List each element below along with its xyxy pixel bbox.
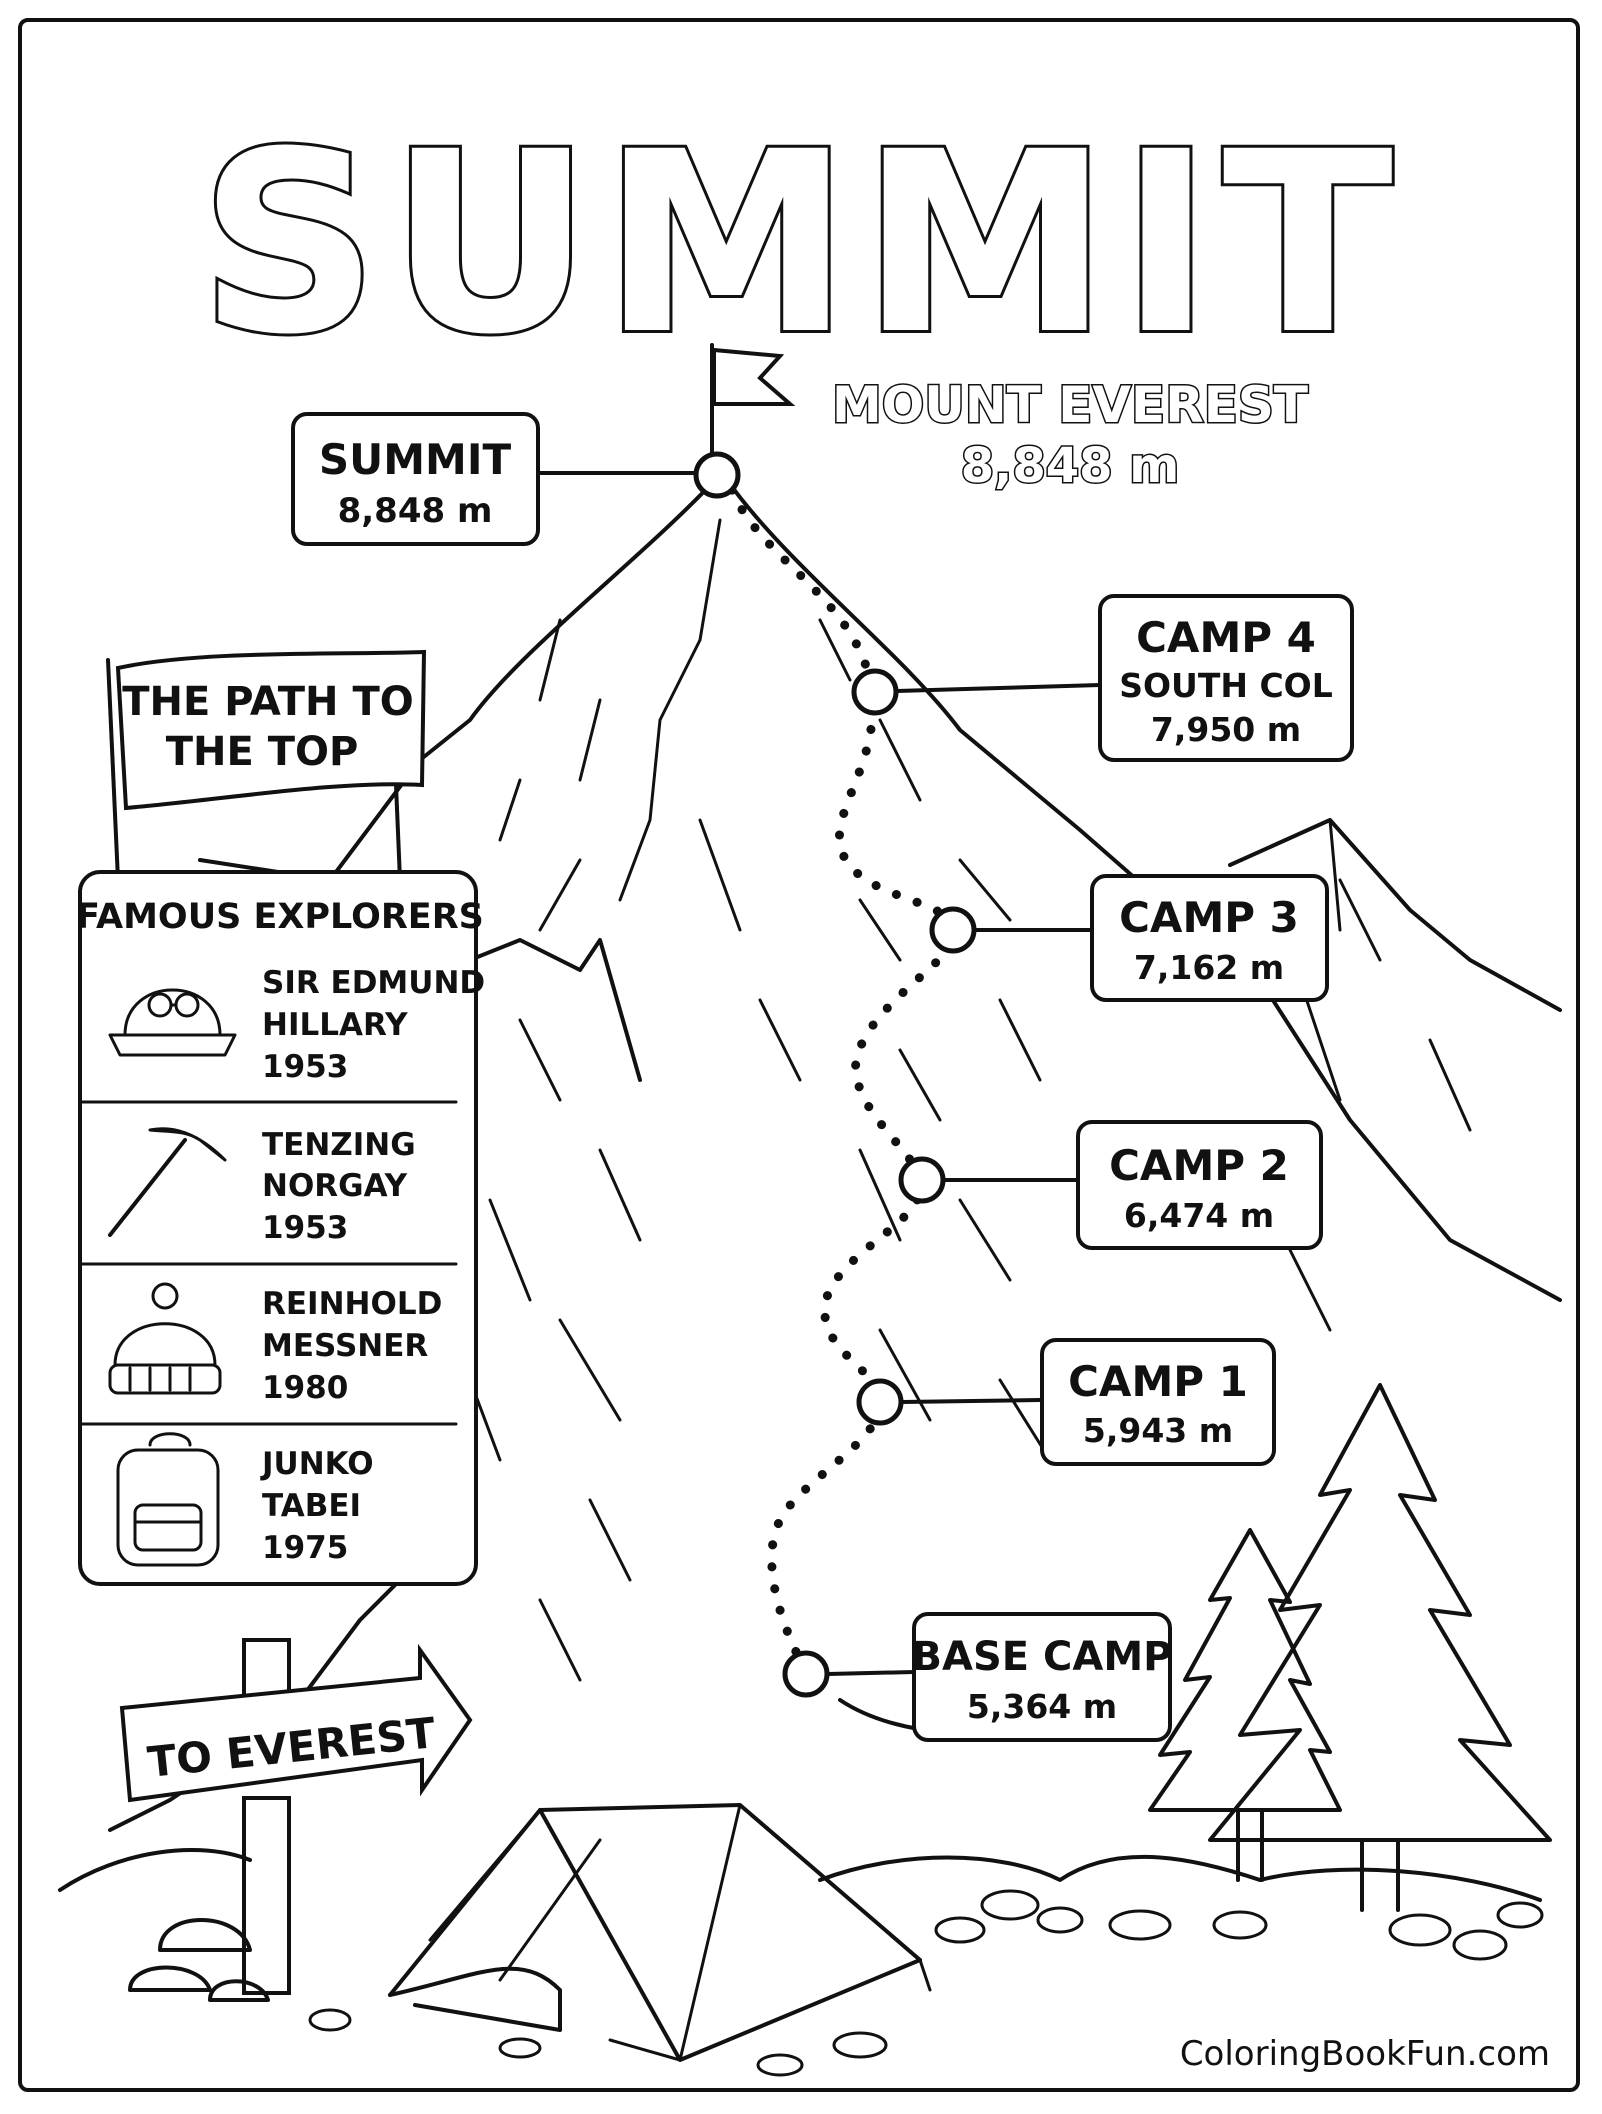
camp-height: 7,162 m (1134, 948, 1284, 987)
ice-axe-icon (108, 1127, 227, 1237)
site-credit: ColoringBookFun.com (1179, 2034, 1550, 2074)
explorer-3-line-2: MESSNER (262, 1328, 428, 1364)
node-camp-2 (898, 1156, 946, 1204)
camp-name: CAMP 4 (1136, 613, 1316, 662)
explorer-4-year: 1975 (262, 1530, 348, 1566)
explorer-1-year: 1953 (262, 1049, 348, 1085)
camp-name: CAMP 3 (1119, 893, 1299, 942)
camp-height: 5,364 m (967, 1687, 1117, 1726)
node-camp-3 (929, 906, 977, 954)
explorer-2-line-1: TENZING (262, 1127, 416, 1163)
camp-label-camp-1: CAMP 1 5,943 m (1040, 1338, 1276, 1466)
node-camp-4 (851, 668, 899, 716)
camp-label-camp-2: CAMP 2 6,474 m (1076, 1120, 1323, 1250)
ground-and-rocks (58, 1848, 1544, 2077)
tent-icon (388, 1803, 932, 2062)
explorer-2-line-2: NORGAY (262, 1168, 408, 1204)
beanie-icon (108, 1282, 222, 1395)
camp-label-camp-4: CAMP 4 SOUTH COL 7,950 m (1098, 594, 1354, 762)
camp-nodes (538, 451, 1102, 1698)
mountain-name: MOUNT EVEREST (832, 376, 1308, 434)
camp-name: CAMP 1 (1068, 1357, 1248, 1406)
right-mountain (1228, 818, 1562, 1332)
page-frame (18, 18, 1580, 2092)
famous-explorers-panel: FAMOUS EXPLORERS SIR EDMUND HILLARY 1953… (76, 870, 485, 1586)
pine-trees (1148, 1383, 1552, 1912)
node-camp-1 (856, 1378, 904, 1426)
camp-subtitle: SOUTH COL (1119, 666, 1333, 705)
path-banner: THE PATH TO THE TOP (106, 649, 427, 882)
sign-arrow (119, 1643, 473, 1803)
camp-height: 5,943 m (1083, 1411, 1233, 1450)
explorer-1-line-2: HILLARY (262, 1007, 408, 1043)
sign-post-bottom (242, 1796, 291, 1995)
banner-line-2: THE TOP (166, 729, 359, 775)
explorer-4-line-1: JUNKO (260, 1446, 374, 1482)
page-title: SUMMIT (199, 98, 1403, 389)
camp-label-summit: SUMMIT 8,848 m (291, 412, 540, 546)
route-path (727, 485, 960, 1665)
camp-name: CAMP 2 (1109, 1141, 1289, 1190)
explorer-3-year: 1980 (262, 1370, 348, 1406)
explorer-2-year: 1953 (262, 1210, 348, 1246)
mountain-height: 8,848 m (961, 438, 1180, 494)
explorer-4-line-2: TABEI (262, 1488, 361, 1524)
node-summit (693, 451, 741, 499)
camp-name: SUMMIT (319, 435, 512, 484)
camp-height: 8,848 m (338, 491, 493, 531)
banner-pole-left (106, 658, 120, 882)
summit-flag-icon (710, 343, 796, 472)
backpack-icon (116, 1432, 220, 1567)
camp-label-camp-3: CAMP 3 7,162 m (1090, 874, 1329, 1002)
banner-pole-right (394, 783, 402, 882)
node-base-camp (782, 1650, 830, 1698)
explorers-heading: FAMOUS EXPLORERS (76, 897, 484, 937)
banner-line-1: THE PATH TO (122, 679, 413, 725)
camp-height: 7,950 m (1151, 710, 1301, 749)
explorer-hat-icon (108, 988, 237, 1057)
explorer-3-line-1: REINHOLD (262, 1286, 442, 1322)
to-everest-signpost: TO EVEREST (119, 1638, 473, 1995)
explorer-1-line-1: SIR EDMUND (262, 965, 485, 1001)
camp-label-base-camp: BASE CAMP 5,364 m (912, 1612, 1173, 1742)
camp-name: BASE CAMP (912, 1634, 1173, 1680)
camp-height: 6,474 m (1124, 1196, 1274, 1235)
